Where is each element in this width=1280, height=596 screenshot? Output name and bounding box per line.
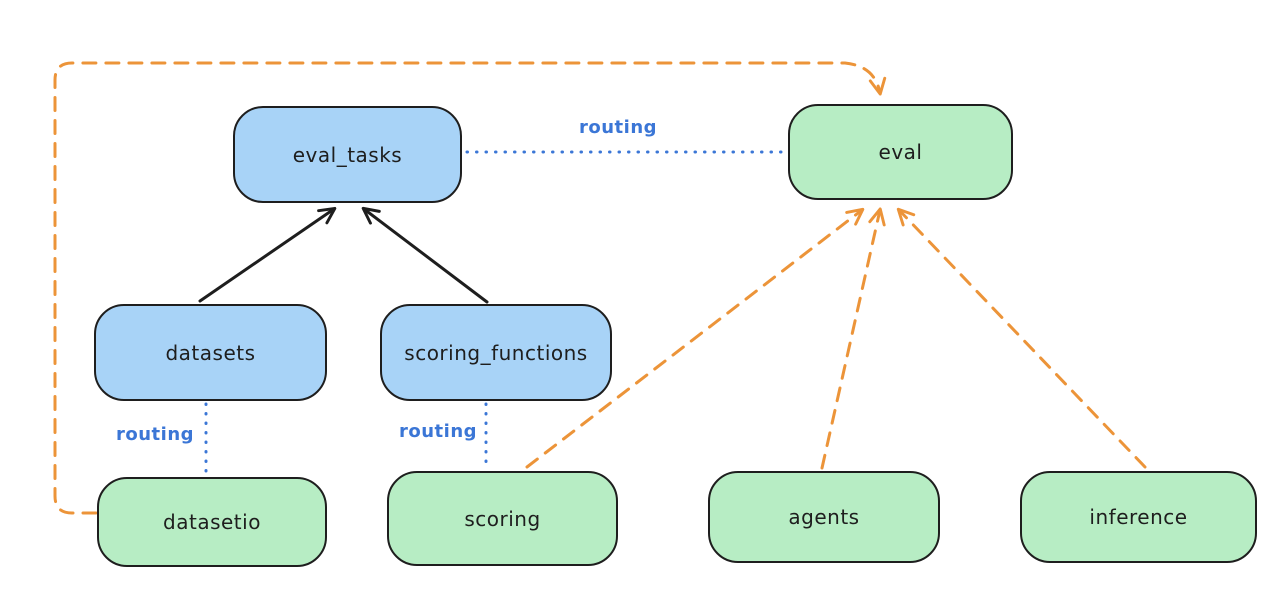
node-datasetio-label: datasetio bbox=[163, 510, 261, 534]
node-eval_tasks: eval_tasks bbox=[233, 106, 462, 203]
node-eval: eval bbox=[788, 104, 1013, 200]
edge-label-routing-scoring: routing bbox=[398, 421, 478, 442]
node-inference: inference bbox=[1020, 471, 1257, 563]
edge-label-routing-top: routing bbox=[578, 117, 658, 138]
node-eval-label: eval bbox=[878, 140, 923, 164]
node-scoring-label: scoring bbox=[464, 506, 541, 531]
node-datasets: datasets bbox=[94, 304, 327, 401]
node-eval_tasks-label: eval_tasks bbox=[292, 142, 403, 167]
edge-scoring_functions-to-eval_tasks bbox=[361, 206, 489, 304]
node-agents: agents bbox=[708, 471, 940, 563]
node-datasets-label: datasets bbox=[165, 340, 256, 365]
node-inference-label: inference bbox=[1089, 505, 1188, 529]
edge-label-routing-datasetio: routing bbox=[115, 424, 195, 445]
node-scoring: scoring bbox=[387, 471, 618, 566]
edge-scoring-to-eval bbox=[525, 207, 865, 469]
edge-agents-to-eval bbox=[820, 207, 886, 470]
node-agents-label: agents bbox=[788, 505, 860, 529]
edge-datasets-to-eval_tasks bbox=[198, 206, 337, 303]
node-scoring_functions-label: scoring_functions bbox=[404, 340, 588, 365]
edge-datasetio-to-eval bbox=[53, 61, 887, 515]
node-scoring_functions: scoring_functions bbox=[380, 304, 612, 401]
node-datasetio: datasetio bbox=[97, 477, 327, 567]
edge-inference-to-eval bbox=[896, 207, 1147, 469]
